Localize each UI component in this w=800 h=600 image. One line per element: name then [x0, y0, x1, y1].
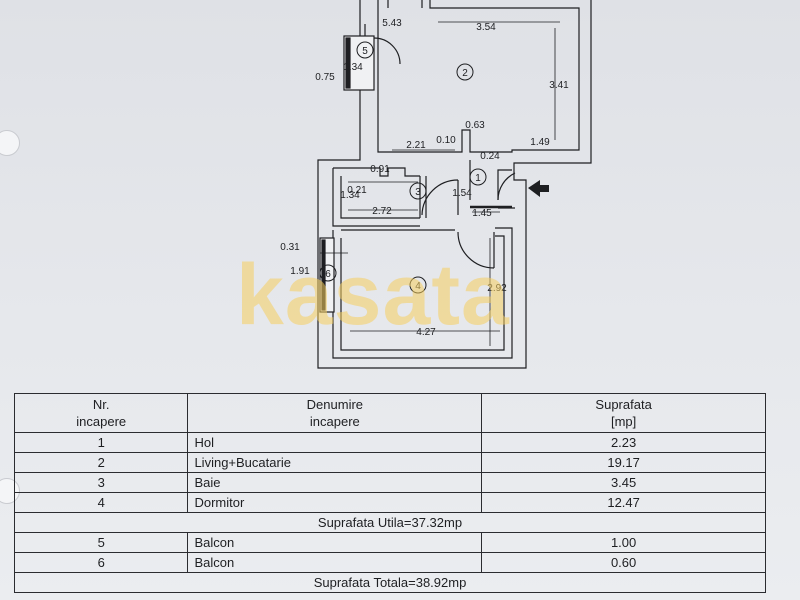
dimension-label: 3.54 [476, 22, 496, 33]
room-area-cell: 3.45 [481, 472, 766, 493]
dimension-label: 1.34 [340, 190, 360, 201]
room-number-cell: 2 [13, 452, 189, 473]
room-name-cell: Balcon [187, 552, 483, 573]
watermark: kasata [236, 247, 510, 343]
room-number-label: 3 [415, 187, 421, 198]
room-number-cell: 3 [13, 472, 189, 493]
room-area-cell: 12.47 [481, 492, 766, 513]
dimension-label: 0.21 [347, 185, 367, 196]
room-number-cell: 5 [13, 532, 189, 553]
dimension-label: 0.63 [465, 120, 485, 131]
room-number-label: 6 [325, 269, 331, 280]
dimension-label: 0.91 [370, 164, 390, 175]
room-area-cell: 19.17 [481, 452, 766, 473]
dimension-label: 1.54 [452, 188, 472, 199]
room-area-cell: 2.23 [481, 432, 766, 453]
dimension-label: 1.91 [290, 266, 310, 277]
room-name-cell: Baie [187, 472, 483, 493]
dimension-label: 1.49 [530, 137, 550, 148]
room-name-cell: Dormitor [187, 492, 483, 513]
entrance-arrow-icon [528, 180, 549, 197]
dimension-label: 0.75 [315, 72, 335, 83]
room-number-cell: 4 [13, 492, 189, 513]
dimension-label: 3.41 [549, 80, 569, 91]
dimension-label: 2.21 [406, 140, 426, 151]
room-number-label: 4 [415, 281, 421, 292]
room-area-cell: 1.00 [481, 532, 766, 553]
useful-area-total-text: Suprafata Utila=37.32mp [14, 512, 766, 533]
dimension-label: 0.31 [280, 242, 300, 253]
room-number-label: 5 [362, 46, 368, 57]
room-name-cell: Hol [187, 432, 483, 453]
room-name-cell: Living+Bucatarie [187, 452, 483, 473]
room-area-cell: 0.60 [481, 552, 766, 573]
dimension-label: 1.34 [343, 62, 363, 73]
dimension-label: 2.72 [372, 206, 392, 217]
dimension-label: 2.92 [487, 283, 507, 294]
dimension-label: 1.45 [472, 208, 492, 219]
total-area: Suprafata Totala=38.92mp [14, 572, 766, 593]
room-number-label: 1 [475, 173, 481, 184]
room-number-label: 2 [462, 68, 468, 79]
dimension-label: 4.27 [416, 327, 436, 338]
dimension-label: 5.43 [382, 18, 402, 29]
header-room-number: Nr.incapere [13, 393, 189, 433]
floor-plan: 5.43 3.54 3.41 1.34 0.75 0.63 2.21 0.10 0.24 1.49… [280, 0, 592, 369]
room-number-cell: 6 [13, 552, 189, 573]
dimension-label: 0.24 [480, 151, 500, 162]
punch-hole [0, 130, 20, 156]
total-area-text: Suprafata Totala=38.92mp [14, 572, 766, 593]
header-room-area: Suprafata[mp] [481, 393, 766, 433]
dimension-label: 0.10 [436, 135, 456, 146]
room-number-cell: 1 [13, 432, 189, 453]
room-name-cell: Balcon [187, 532, 483, 553]
useful-area-total: Suprafata Utila=37.32mp [14, 512, 766, 533]
